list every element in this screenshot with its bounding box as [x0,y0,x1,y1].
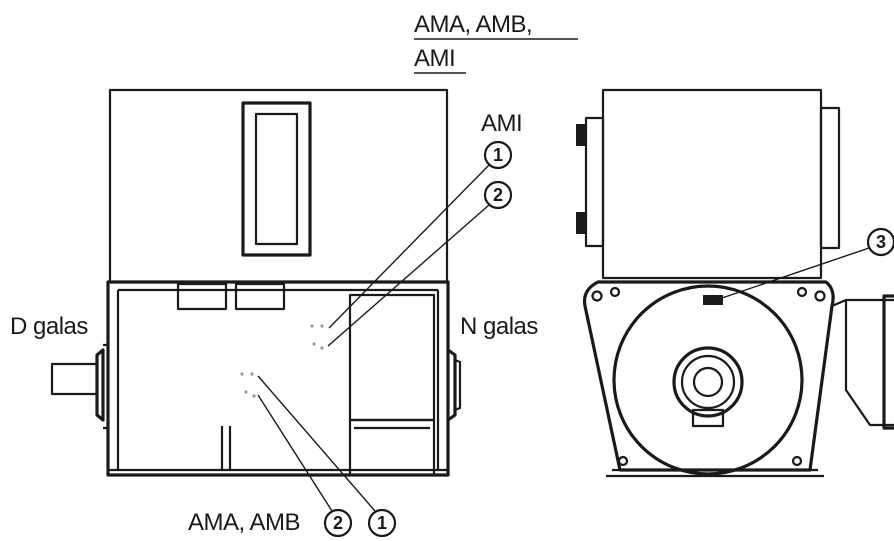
callout-circle-bottom-1 [367,508,397,538]
sensor-mark [320,346,324,350]
side-terminal-body [844,300,894,427]
end-shield-frame [582,280,835,472]
bolt-hole [591,290,603,302]
label-d-side: D galas [10,313,88,340]
n-end-bearing [447,348,457,422]
sensor-mark [310,324,314,328]
motor-side-view [576,88,894,478]
callout-circle-ami-1 [483,140,513,170]
side-terminal-plate [882,294,894,430]
callout-circle-ami-2 [483,180,513,210]
sensor-mark [252,394,256,398]
shaft [50,362,99,396]
header-title-line1: AMA, AMB, [414,11,532,38]
top-box-2 [234,282,286,311]
d-end-flange [103,343,110,430]
sensor-mark [240,372,244,376]
callout-circle-side-3 [866,227,894,257]
d-end-bearing [95,348,105,422]
side-cooler-fin [819,106,841,250]
terminal-box-lower [348,418,436,477]
label-n-side: N galas [460,313,538,340]
callout-bottom-2: 2 [333,513,343,533]
bolt-hole [609,286,621,298]
terminal-box [348,293,436,422]
callout-ami-2: 2 [493,185,503,205]
bolt-hole [796,286,808,298]
cooler-housing [108,88,449,284]
callout-ami-1: 1 [493,145,503,165]
motor-front-view [50,88,462,477]
sensor-mark [250,372,254,376]
sensor-block [703,295,723,305]
leader-ami-2 [327,204,490,347]
n-end-cap [454,358,462,412]
side-bracket-bottom [576,212,586,234]
motor-body [106,280,450,477]
inspection-window-outer [241,101,312,257]
leader-ami-1 [328,164,490,329]
label-ama-amb: AMA, AMB [188,509,300,536]
callout-circle-bottom-2 [323,508,353,538]
label-ami: AMI [481,110,522,137]
callout-bottom-1: 1 [377,513,387,533]
inspection-window-inner [254,112,299,246]
shaft-key [691,408,725,428]
shaft-end [692,366,724,398]
bolt-hole [791,455,803,467]
end-shield-circle [612,284,804,476]
side-bracket-top [576,124,586,146]
side-bracket-plate [584,116,605,248]
sensor-mark [312,342,316,346]
sensor-mark [244,390,248,394]
leader-bottom-2 [257,394,333,512]
callout-side-3: 3 [876,232,886,252]
leader-bottom-1 [257,375,376,512]
side-cooler-housing [601,88,823,280]
bolt-hole [617,455,629,467]
top-box-1 [176,282,228,311]
header-title-line2: AMI [414,45,455,72]
leader-side-3 [721,247,870,299]
bearing-middle [680,354,736,410]
sensor-mark [320,324,324,328]
bolt-hole [814,290,826,302]
bearing-outer [672,346,744,418]
